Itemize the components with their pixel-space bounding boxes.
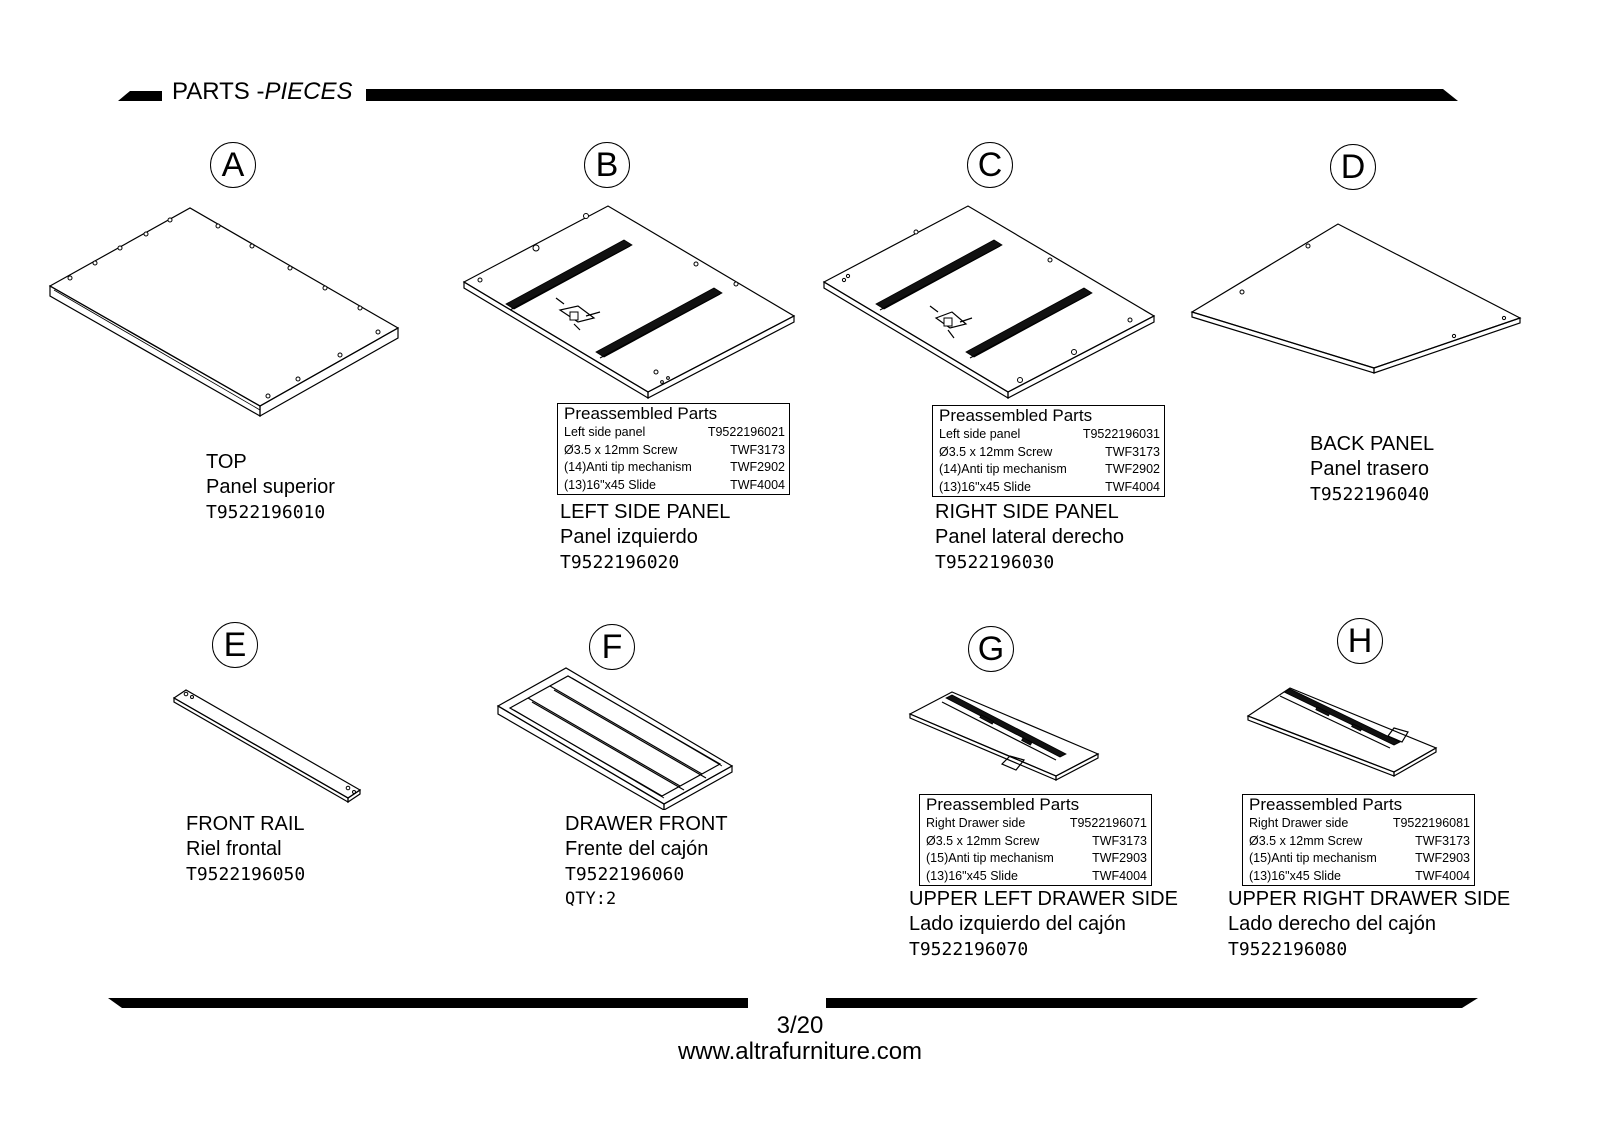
part-h-name-en: UPPER RIGHT DRAWER SIDE	[1228, 888, 1511, 910]
part-c-drawing	[822, 205, 1156, 400]
page-number: 3/20	[776, 1012, 824, 1039]
part-d-drawing	[1190, 223, 1522, 374]
part-b-drawing	[462, 205, 796, 400]
part-b-name-en: LEFT SIDE PANEL	[560, 501, 731, 523]
part-c-name-es: Panel lateral derecho	[935, 526, 1125, 548]
part-e-name-es: Riel frontal	[186, 838, 282, 860]
part-h-code: T9522196080	[1228, 939, 1348, 960]
part-h-name-es: Lado derecho del cajón	[1228, 913, 1436, 935]
footer-rule	[108, 998, 1478, 1008]
part-c-code: T9522196030	[935, 552, 1055, 573]
part-e-letter: E	[212, 622, 258, 668]
part-h-letter: H	[1337, 618, 1383, 664]
part-g-name-es: Lado izquierdo del cajón	[909, 913, 1126, 935]
part-h-drawing	[1246, 687, 1438, 778]
page-title: PARTS -PIECES	[172, 78, 353, 105]
part-g-drawing	[908, 691, 1100, 781]
part-b-name-es: Panel izquierdo	[560, 526, 698, 548]
part-f-name-en: DRAWER FRONT	[565, 813, 728, 835]
part-a-drawing	[48, 207, 400, 418]
part-f-code: T9522196060	[565, 864, 685, 885]
part-d-name-en: BACK PANEL	[1310, 433, 1435, 455]
part-b-letter: B	[584, 142, 630, 188]
preassembled-title: Preassembled Parts	[1249, 795, 1403, 814]
part-d-letter: D	[1330, 144, 1376, 190]
part-d-code: T9522196040	[1310, 484, 1430, 505]
part-g-code: T9522196070	[909, 939, 1029, 960]
part-a-name-es: Panel superior	[206, 476, 335, 498]
part-e-drawing	[172, 689, 362, 804]
part-a-name-en: TOP	[206, 451, 247, 473]
part-g-name-en: UPPER LEFT DRAWER SIDE	[909, 888, 1178, 910]
part-g-letter: G	[968, 626, 1014, 672]
part-f-drawing	[496, 667, 734, 810]
part-f-qty: QTY:2	[565, 889, 617, 909]
website-url: www.altrafurniture.com	[677, 1038, 923, 1065]
part-a-letter: A	[210, 142, 256, 188]
part-b-code: T9522196020	[560, 552, 680, 573]
part-e-code: T9522196050	[186, 864, 306, 885]
part-c-letter: C	[967, 142, 1013, 188]
part-c-name-en: RIGHT SIDE PANEL	[935, 501, 1119, 523]
preassembled-title: Preassembled Parts	[939, 406, 1093, 425]
part-e-name-en: FRONT RAIL	[186, 813, 305, 835]
preassembled-title: Preassembled Parts	[926, 795, 1080, 814]
part-f-name-es: Frente del cajón	[565, 838, 709, 860]
part-f-letter: F	[589, 624, 635, 670]
header-rule	[118, 89, 1458, 101]
part-d-name-es: Panel trasero	[1310, 458, 1429, 480]
preassembled-title: Preassembled Parts	[564, 404, 718, 423]
part-a-code: T9522196010	[206, 502, 326, 523]
